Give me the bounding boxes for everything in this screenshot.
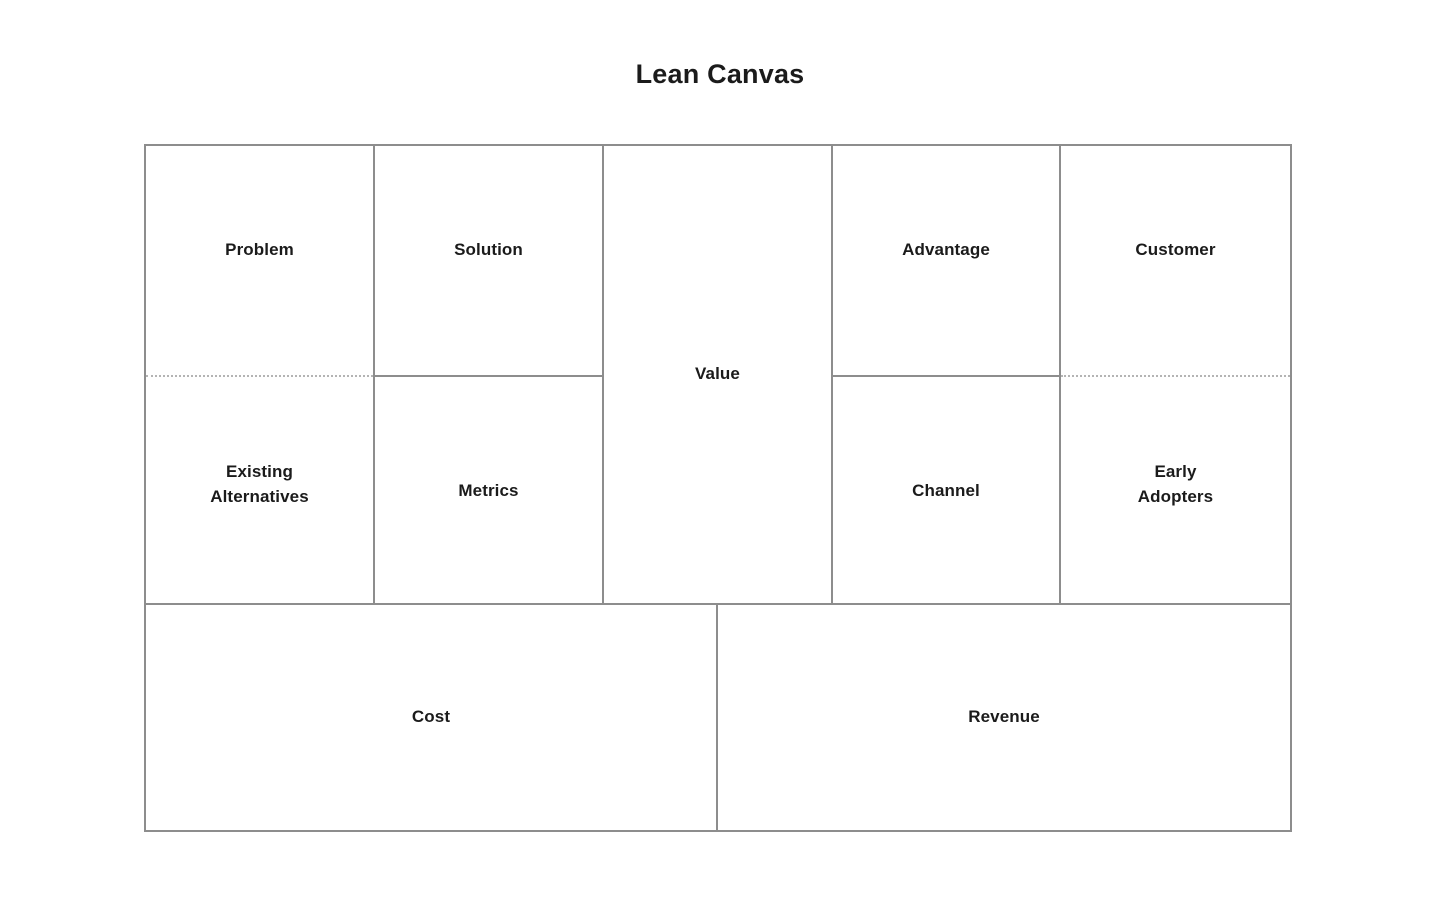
canvas-cell-customer[interactable]: Customer — [1061, 146, 1290, 375]
cell-divider-problem — [146, 375, 373, 377]
canvas-cell-cost[interactable]: Cost — [146, 605, 718, 830]
canvas-bottom-section: Cost Revenue — [146, 603, 1290, 830]
cell-divider-customer — [1061, 375, 1290, 377]
cell-label-problem: Problem — [225, 240, 294, 260]
cell-label-channel: Channel — [912, 480, 980, 500]
canvas-column-customer: Customer Early Adopters — [1061, 146, 1290, 603]
canvas-top-section: Problem Existing Alternatives Solution M… — [146, 146, 1290, 603]
cell-label-metrics: Metrics — [458, 480, 519, 500]
cell-label-existing-alternatives: Existing Alternatives — [210, 462, 309, 506]
cell-label-customer: Customer — [1135, 240, 1216, 260]
canvas-column-value: Value — [604, 146, 833, 603]
canvas-cell-advantage[interactable]: Advantage — [833, 146, 1059, 375]
canvas-cell-problem[interactable]: Problem — [146, 146, 373, 375]
canvas-cell-value[interactable]: Value — [604, 146, 831, 603]
cell-label-advantage: Advantage — [902, 240, 990, 260]
cell-label-early-adopters: Early Adopters — [1137, 462, 1214, 506]
canvas-cell-solution[interactable]: Solution — [375, 146, 602, 375]
canvas-cell-early-adopters[interactable]: Early Adopters — [1061, 375, 1290, 603]
canvas-cell-existing-alternatives[interactable]: Existing Alternatives — [146, 375, 373, 603]
canvas-column-problem: Problem Existing Alternatives — [146, 146, 375, 603]
canvas-column-solution: Solution Metrics — [375, 146, 604, 603]
lean-canvas-frame: Problem Existing Alternatives Solution M… — [144, 144, 1292, 832]
canvas-column-advantage: Advantage Channel — [833, 146, 1061, 603]
canvas-cell-revenue[interactable]: Revenue — [718, 605, 1290, 830]
page-title: Lean Canvas — [635, 59, 805, 89]
cell-label-value: Value — [695, 364, 740, 384]
cell-divider-advantage — [833, 375, 1059, 377]
canvas-cell-channel[interactable]: Channel — [833, 375, 1059, 603]
cell-label-solution: Solution — [454, 240, 523, 260]
cell-divider-solution — [375, 375, 602, 377]
cell-label-cost: Cost — [411, 707, 451, 727]
canvas-cell-metrics[interactable]: Metrics — [375, 375, 602, 603]
cell-label-revenue: Revenue — [968, 707, 1040, 727]
